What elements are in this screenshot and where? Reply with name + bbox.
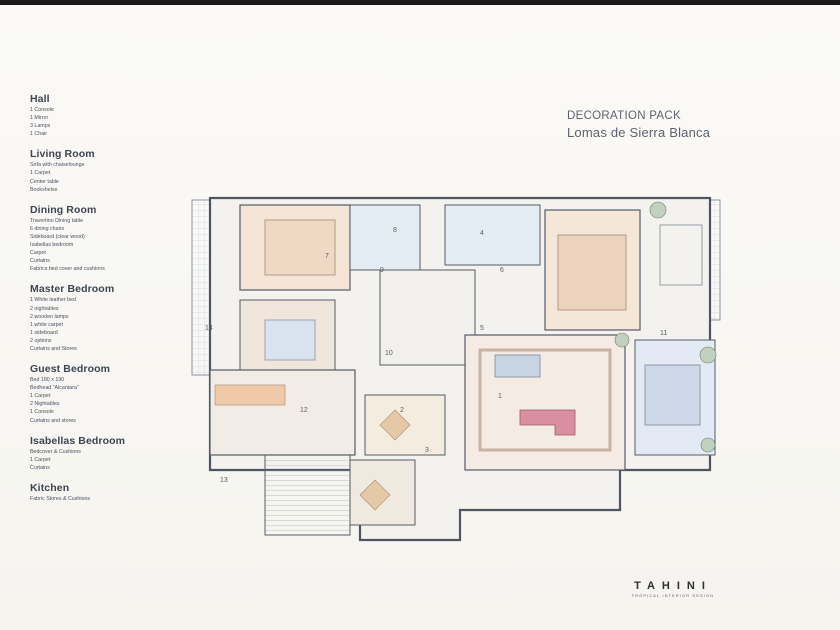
living-room xyxy=(464,334,626,471)
legend-item: 6 dining chairs xyxy=(30,225,65,232)
legend-section-title: Isabellas Bedroom xyxy=(30,434,126,447)
bath-2 xyxy=(444,204,541,266)
planter-4 xyxy=(700,437,716,453)
legend-item: Fabric Stores & Cushions xyxy=(30,495,91,502)
legend-item: 1 Mirror xyxy=(30,115,49,122)
legend-item: 2 Nightables xyxy=(30,401,60,408)
legend-item: Curtains and stores xyxy=(30,417,76,424)
dining-terrace xyxy=(659,224,703,286)
legend-section-title: Master Bedroom xyxy=(30,283,115,296)
legend-section-title: Dining Room xyxy=(30,203,97,216)
legend-item: 2 nightables xyxy=(30,305,59,312)
legend-item: 1 Console xyxy=(30,409,54,416)
planter-2 xyxy=(699,346,717,364)
room-number: 2 xyxy=(400,407,404,414)
room-number: 7 xyxy=(325,253,329,260)
room-number: 5 xyxy=(480,325,484,332)
legend-section-title: Kitchen xyxy=(30,481,70,494)
brand-name: TAHINI xyxy=(634,580,712,592)
staircase xyxy=(264,454,351,536)
hall xyxy=(379,269,476,366)
legend-item: 1 Carpet xyxy=(30,393,51,400)
legend-section-title: Hall xyxy=(30,93,50,105)
floor-plan-drawing: 7 8 4 6 9 5 10 11 12 1 2 3 13 14 xyxy=(191,196,721,542)
legend-section-title: Guest Bedroom xyxy=(30,363,111,376)
legend-item: 1 Console xyxy=(30,107,54,113)
legend-item: 1 sideboard xyxy=(30,329,58,336)
legend-item: 1 Chair xyxy=(30,131,48,138)
sofa xyxy=(519,409,576,436)
legend-item: Bed 180 x 190 xyxy=(30,377,65,384)
master-bed xyxy=(557,234,627,311)
legend-item: Isabellas bedroom xyxy=(30,242,74,249)
dining-table xyxy=(494,354,541,378)
legend-item: Curtains xyxy=(30,464,50,471)
room-number: 3 xyxy=(425,447,429,454)
room-number: 8 xyxy=(393,227,397,234)
planter-3 xyxy=(614,332,630,348)
legend-item: 2 options xyxy=(30,337,52,344)
isabellas-bed xyxy=(264,319,316,361)
bath-1 xyxy=(349,204,421,271)
legend-item: Carpet xyxy=(30,250,46,257)
living-carpet xyxy=(478,348,612,452)
legend-item: Bookshelve xyxy=(30,186,58,193)
room-number: 12 xyxy=(300,407,308,414)
terrace-carpet xyxy=(644,364,701,426)
legend-item: Sofa with chaiselounge xyxy=(30,162,85,169)
kitchen xyxy=(209,369,356,456)
kitchen-counter xyxy=(214,384,286,406)
room-number: 10 xyxy=(385,350,393,357)
room-number: 14 xyxy=(205,325,213,332)
brand-logo: TAHINI TROPICAL INTERIOR DESIGN xyxy=(618,580,728,598)
planter-1 xyxy=(649,201,667,219)
legend-item: 1 White leather bed xyxy=(30,297,76,304)
legend-item: 2 wooden lamps xyxy=(30,313,69,320)
legend-section-title: Living Room xyxy=(30,148,95,161)
guest-bed xyxy=(264,219,336,276)
legend-item: Center table xyxy=(30,178,59,185)
legend-item: Curtains and Stores xyxy=(30,345,77,352)
title-block: DECORATION PACK Lomas de Sierra Blanca xyxy=(567,110,710,140)
document-title: DECORATION PACK xyxy=(567,110,681,122)
room-number: 13 xyxy=(220,477,228,484)
lower-rug xyxy=(359,479,391,511)
floor-plan: 7 8 4 6 9 5 10 11 12 1 2 3 13 14 xyxy=(180,180,740,550)
room-number: 1 xyxy=(498,393,502,400)
legend-item: 1 white carpet xyxy=(30,321,63,328)
room-number: 9 xyxy=(380,267,384,274)
room-number: 4 xyxy=(480,230,484,237)
project-name: Lomas de Sierra Blanca xyxy=(567,125,711,140)
legend-item: 3 Lamps xyxy=(30,123,51,130)
legend-item: Sideboard (clear wood) xyxy=(30,233,85,240)
top-edge-bar xyxy=(0,0,840,5)
legend-item: Bedhead "Alcantara" xyxy=(30,385,79,392)
legend-item: 1 Carpet xyxy=(30,456,51,463)
legend-item: Fabrics bed cover and cushions xyxy=(30,266,105,273)
legend-item: Travertino Dining table xyxy=(30,217,84,224)
room-number: 6 xyxy=(500,267,504,274)
brand-tagline: TROPICAL INTERIOR DESIGN xyxy=(631,594,715,598)
legend-item: Curtains xyxy=(30,258,50,265)
legend-item: Bedcover & Cushions xyxy=(30,448,81,455)
legend-item: 1 Carpet xyxy=(30,170,51,177)
room-number: 11 xyxy=(660,330,667,337)
entrance-rug xyxy=(379,409,411,441)
